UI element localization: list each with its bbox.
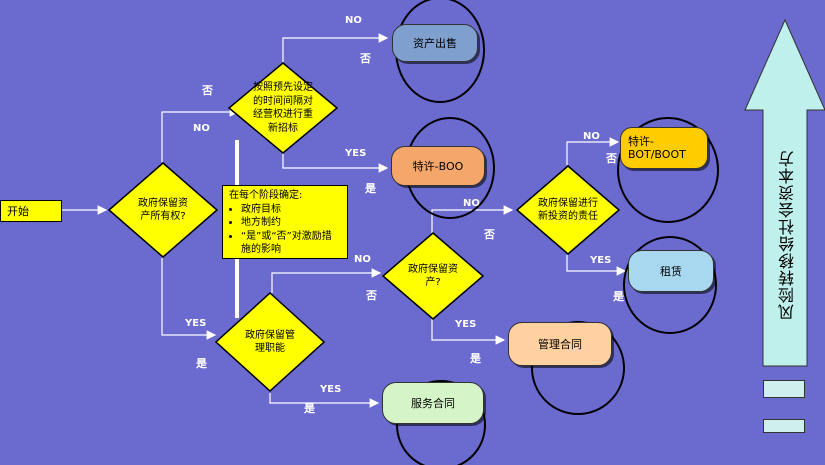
label-fou: 否 (360, 52, 371, 65)
diamond-newinvest-line: 新投资的责任 (538, 211, 598, 222)
diamond-rebid-line: 新招标 (268, 122, 298, 134)
label-yes: YES (320, 384, 342, 395)
label-yes: YES (455, 319, 477, 330)
diamond-ownership-line: 产所有权? (140, 211, 186, 222)
criteria-note: 在每个阶段确定: 政府目标 地方制约 “是”或“否”对激励措施的影响 (222, 185, 348, 259)
diamond-rebid-line: 经营权进行重 (253, 109, 313, 120)
label-fou: 否 (606, 152, 617, 165)
outcome-bot[interactable]: 特许-BOT/BOOT (620, 127, 708, 169)
start-box[interactable]: 开始 (0, 200, 62, 222)
diamond-management-line: 理职能 (255, 343, 285, 354)
diamond-asset-line: 政府保留资 (408, 263, 458, 275)
outcome-service-label: 服务合同 (411, 397, 455, 410)
label-shi: 是 (304, 402, 315, 415)
diamond-management[interactable]: 政府保留管理职能 (215, 292, 325, 392)
start-label: 开始 (7, 205, 29, 218)
label-yes: YES (185, 318, 207, 329)
label-shi: 是 (613, 290, 624, 303)
risk-arrow (744, 18, 825, 367)
label-shi: 是 (196, 357, 207, 370)
connector-rebid-no (282, 33, 389, 62)
label-fou: 否 (484, 228, 495, 241)
label-shi: 是 (470, 352, 481, 365)
connector-mgmt-yes (269, 393, 380, 408)
label-yes: YES (590, 255, 612, 266)
diamond-newinvest-line: 政府保留进行 (538, 197, 598, 209)
outcome-sale[interactable]: 资产出售 (392, 24, 478, 62)
circle-service (396, 380, 486, 465)
connector-rebid-yes (282, 152, 389, 173)
label-fou: 否 (366, 289, 377, 302)
connector-asset-no (431, 205, 514, 233)
outcome-lease[interactable]: 租赁 (628, 250, 714, 292)
label-shi: 是 (365, 182, 376, 195)
outcome-sale-label: 资产出售 (413, 37, 457, 50)
label-no: NO (354, 254, 371, 265)
circle-bot (617, 117, 719, 223)
connector-mgmt-no (271, 268, 382, 293)
outcome-boo[interactable]: 特许-BOO (391, 146, 485, 186)
diamond-asset[interactable]: 政府保留资产? (382, 232, 484, 320)
outcome-service[interactable]: 服务合同 (382, 382, 484, 424)
outcome-boo-label: 特许-BOO (412, 160, 464, 173)
diamond-rebid-line: 的时间间隔对 (253, 95, 313, 107)
circle-lease (623, 236, 717, 334)
outcome-lease-label: 租赁 (660, 265, 682, 278)
connector-asset-yes (431, 318, 506, 345)
diamond-rebid[interactable]: 按照预先设定的时间间隔对经营权进行重新招标 (228, 62, 338, 154)
diamond-newinvest[interactable]: 政府保留进行新投资的责任 (516, 165, 620, 255)
diamond-asset-line: 产? (425, 277, 441, 288)
criteria-item: 政府目标 (241, 203, 341, 217)
legend-box-upper (763, 380, 805, 398)
criteria-note-heading: 在每个阶段确定: (229, 190, 303, 201)
legend-box-lower (763, 419, 805, 433)
diamond-rebid-line: 按照预先设定 (253, 82, 313, 93)
label-yes: YES (345, 148, 367, 159)
label-fou: 否 (202, 84, 213, 97)
diamond-ownership-line: 政府保留资 (138, 197, 188, 209)
connector-newinvest-no (566, 137, 620, 165)
risk-arrow-label: 风险转移给社会资本方 (778, 150, 797, 320)
outcome-mgmt-label: 管理合同 (538, 338, 582, 351)
label-no: NO (345, 15, 362, 26)
label-no: NO (193, 123, 210, 134)
outcome-mgmt[interactable]: 管理合同 (508, 322, 612, 366)
criteria-item: 地方制约 (241, 216, 341, 230)
connector-newinvest-yes (566, 255, 627, 276)
label-no: NO (583, 131, 600, 142)
label-no: NO (463, 198, 480, 209)
criteria-item: “是”或“否”对激励措施的影响 (241, 230, 341, 257)
outcome-bot-label: 特许-BOT/BOOT (628, 134, 686, 161)
connector-ownership-yes (161, 258, 217, 340)
diamond-management-line: 政府保留管 (245, 329, 295, 341)
connector-ownership-no (161, 107, 240, 162)
diamond-ownership[interactable]: 政府保留资产所有权? (108, 162, 218, 258)
